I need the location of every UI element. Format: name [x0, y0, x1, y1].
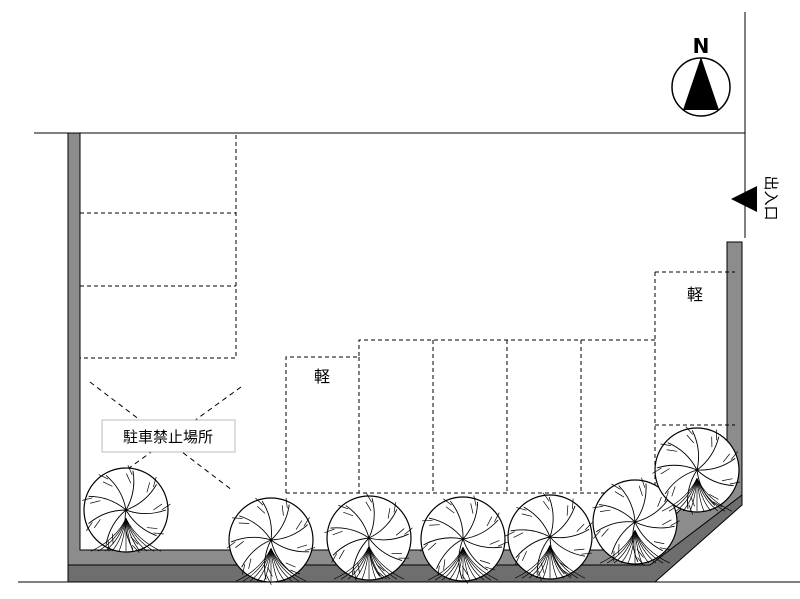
tree-1	[82, 465, 171, 553]
tree-2	[226, 497, 316, 585]
tree-3	[324, 493, 413, 581]
tree-5	[505, 492, 593, 582]
stall-row-south	[285, 272, 656, 494]
entrance-label: 出入口	[762, 175, 780, 220]
tree-4	[419, 495, 508, 584]
stall-east-kei	[655, 271, 735, 426]
stall-west-column	[80, 135, 237, 359]
kei-marker-1: 軽	[314, 367, 330, 386]
no-parking-label-box	[101, 419, 236, 453]
trees	[82, 426, 741, 585]
no-parking-label: 駐車禁止場所	[123, 428, 213, 446]
parking-stalls	[80, 135, 735, 494]
kei-marker-2: 軽	[687, 285, 703, 304]
compass-letter: N	[693, 34, 710, 58]
no-parking-zone	[89, 381, 242, 493]
north-arrow: N	[671, 34, 731, 117]
compass-needle-icon	[683, 57, 719, 110]
entrance-arrow-icon	[731, 186, 757, 212]
tree-7	[652, 426, 741, 515]
